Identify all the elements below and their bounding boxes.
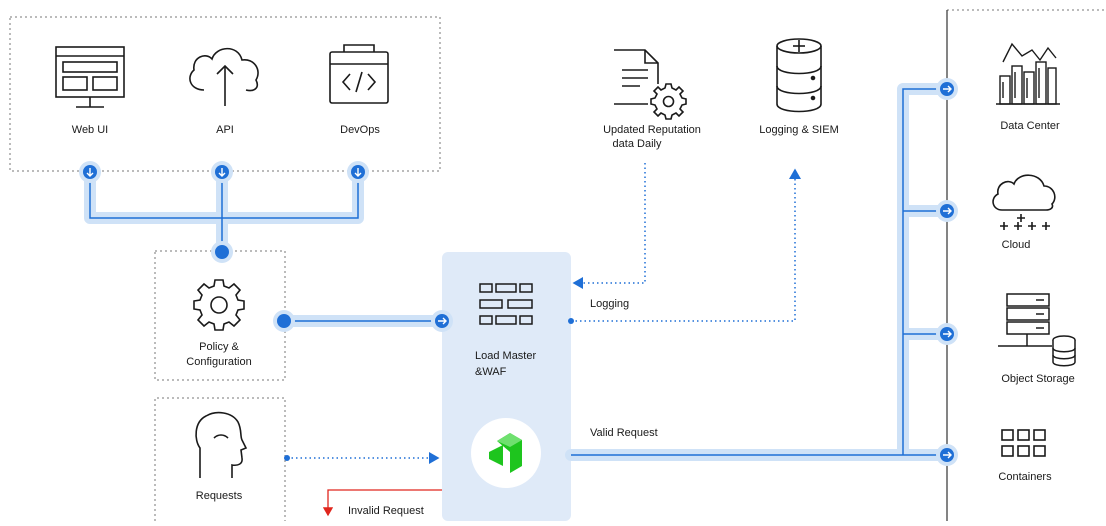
sources-box: [9, 16, 441, 172]
database-icon: [776, 38, 822, 113]
requests-box: [154, 397, 286, 521]
cloud-icon: [992, 174, 1056, 230]
sources-connector: [84, 166, 364, 258]
invalid-request-label: Invalid Request: [348, 505, 424, 517]
person-head-icon: [195, 411, 248, 478]
node-load-master-in: [431, 310, 453, 332]
node-policy-top: [211, 241, 233, 263]
logging-label: Logging: [590, 298, 630, 310]
valid-request-bus: [565, 83, 953, 461]
containers-label: Containers: [998, 471, 1052, 483]
reputation-arrow: [572, 163, 646, 289]
gear-icon: [193, 279, 245, 331]
code-window-icon: [329, 44, 389, 104]
data-center-label: Data Center: [1000, 120, 1060, 132]
document-gear-icon: [614, 49, 687, 120]
web-ui-label: Web UI: [71, 124, 109, 136]
data-center-icon: [996, 42, 1060, 105]
logging-siem-label: Logging & SIEM: [759, 124, 839, 136]
firewall-icon: [479, 283, 533, 325]
valid-request-label: Valid Request: [590, 427, 658, 439]
node-object-storage: [936, 323, 958, 345]
requests-label: Requests: [195, 490, 243, 502]
invalid-request-arrow: [322, 489, 442, 517]
reputation-label-line2: data Daily: [612, 138, 662, 150]
object-storage-label: Object Storage: [1001, 373, 1075, 385]
logging-arrow: [571, 168, 801, 322]
node-web-ui: [79, 161, 101, 183]
node-containers: [936, 444, 958, 466]
policy-label-line2: Configuration: [186, 356, 252, 368]
devops-label: DevOps: [340, 124, 380, 136]
node-api: [211, 161, 233, 183]
node-data-center: [936, 78, 958, 100]
policy-label-line1: Policy &: [199, 341, 239, 353]
node-policy-right: [273, 310, 295, 332]
node-devops: [347, 161, 369, 183]
load-master-label-line1: Load Master: [475, 350, 537, 362]
server-storage-icon: [998, 293, 1076, 367]
api-label: API: [216, 124, 234, 136]
monitor-icon: [55, 46, 125, 108]
containers-icon: [1001, 429, 1046, 457]
node-cloud: [936, 200, 958, 222]
load-master-label-line2: &WAF: [475, 366, 507, 378]
progress-logo-icon: [471, 418, 541, 488]
cloud-upload-icon: [189, 47, 259, 106]
cloud-label: Cloud: [1001, 239, 1031, 251]
reputation-label-line1: Updated Reputation: [603, 124, 701, 136]
